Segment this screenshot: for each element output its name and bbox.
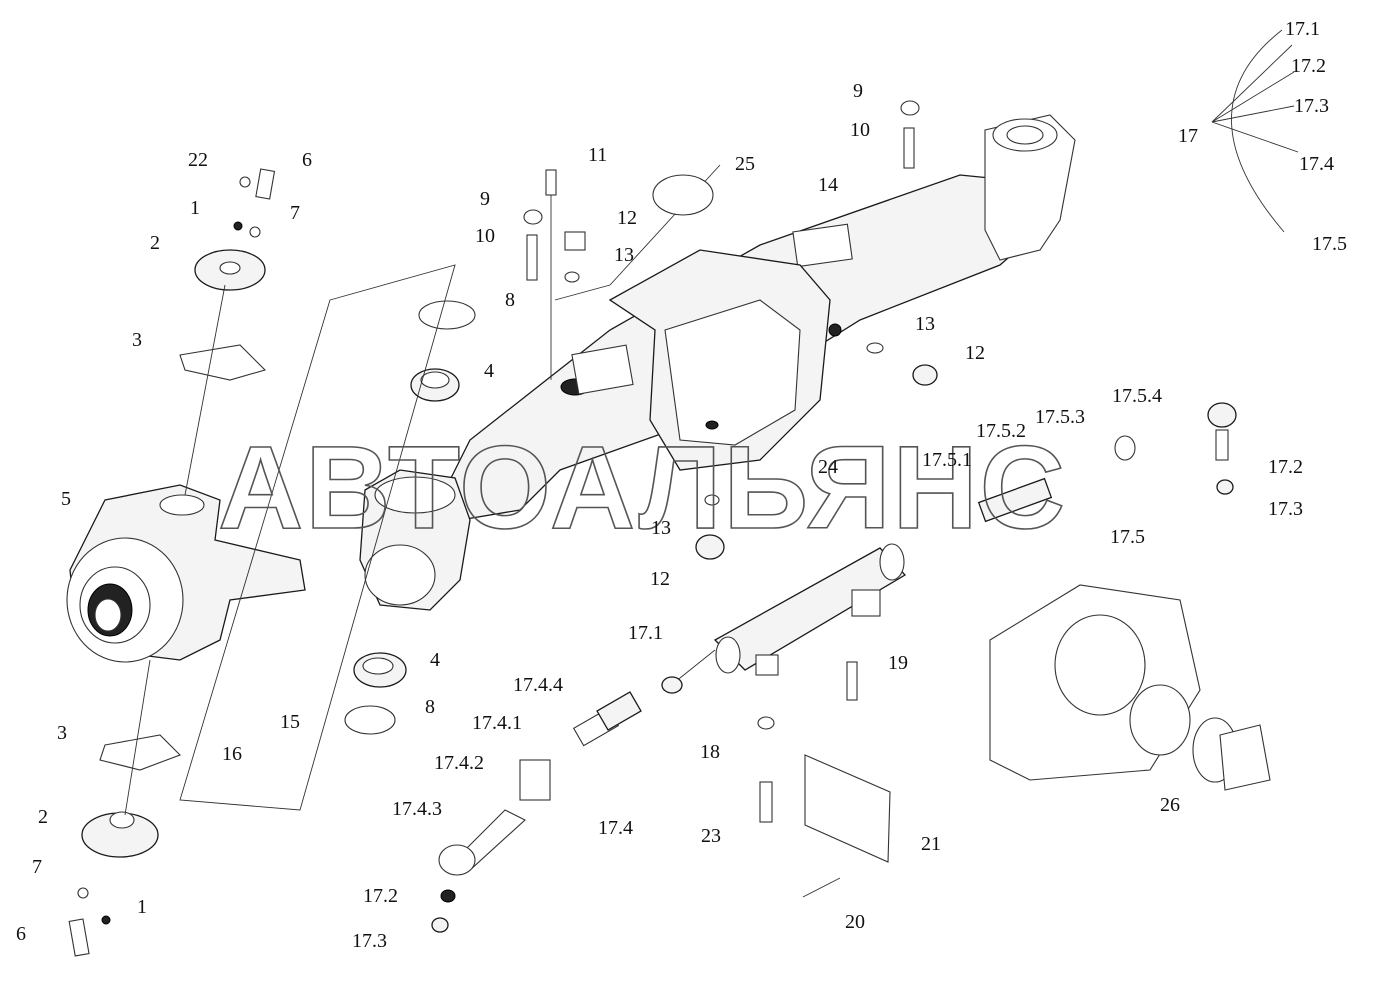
callout-c22: 1 — [190, 197, 200, 219]
callout-c16: 8 — [505, 289, 515, 311]
callout-c21: 6 — [302, 149, 312, 171]
callout-c34: 17.5 — [1110, 526, 1145, 548]
callout-c46: 15 — [280, 711, 300, 733]
callout-c43: 17.4.2 — [434, 752, 484, 774]
callout-c29: 17.5.2 — [976, 420, 1026, 442]
watermark-text: АВТОАЛЬЯНС — [218, 422, 1067, 554]
callout-c1: 17.1 — [1285, 18, 1320, 40]
callout-c17: 4 — [484, 360, 494, 382]
callout-c9: 14 — [818, 174, 838, 196]
callout-c10: 25 — [735, 153, 755, 175]
callout-c49: 18 — [700, 741, 720, 763]
callout-c11: 11 — [588, 144, 607, 166]
callout-c51: 21 — [921, 833, 941, 855]
callout-labels: 17.1 17.2 17.3 17 17.4 17.5 9 10 14 25 1… — [16, 18, 1347, 952]
callout-c35: 13 — [651, 517, 671, 539]
callout-c33: 17.3 — [1268, 498, 1303, 520]
callout-c38: 19 — [888, 652, 908, 674]
plate-and-bolt — [757, 716, 891, 898]
callout-c30: 17.5.1 — [922, 449, 972, 471]
callout-c5: 17.4 — [1299, 153, 1334, 175]
kingpin-bottom-parts — [68, 659, 181, 957]
callout-c2: 17.2 — [1291, 55, 1326, 77]
callout-c23: 7 — [290, 202, 300, 224]
callout-c6: 17.5 — [1312, 233, 1347, 255]
callout-c50: 23 — [701, 825, 721, 847]
callout-c56: 1 — [137, 896, 147, 918]
callout-c12: 9 — [480, 188, 490, 210]
callout-c27: 17.5.4 — [1112, 385, 1162, 407]
axle-end-housing — [359, 469, 471, 611]
callout-c8: 10 — [850, 119, 870, 141]
steering-cylinder — [661, 543, 907, 701]
callout-c14: 12 — [617, 207, 637, 229]
kingpin-top-parts — [179, 168, 276, 496]
callout-c19: 12 — [965, 342, 985, 364]
callout-c59: 17.3 — [352, 930, 387, 952]
callout-c28: 17.5.3 — [1035, 406, 1085, 428]
callout-c13: 10 — [475, 225, 495, 247]
callout-c7: 9 — [853, 80, 863, 102]
callout-c40: 8 — [425, 696, 435, 718]
fasteners — [523, 100, 938, 560]
callout-c36: 12 — [650, 568, 670, 590]
callout-c42: 17.4.1 — [472, 712, 522, 734]
callout-c44: 17.4.3 — [392, 798, 442, 820]
callout-c48: 3 — [57, 722, 67, 744]
callout-c57: 6 — [16, 923, 26, 945]
callout-c3: 17.3 — [1294, 95, 1329, 117]
bearings-seals — [344, 300, 476, 735]
callout-c55: 7 — [32, 856, 42, 878]
differential — [989, 584, 1271, 791]
callout-c52: 20 — [845, 911, 865, 933]
callout-c26: 5 — [61, 488, 71, 510]
callout-c15: 13 — [614, 244, 634, 266]
callout-c25: 3 — [132, 329, 142, 351]
index-fan — [1211, 29, 1299, 233]
rod-end-right — [977, 402, 1237, 523]
callout-c45: 17.4 — [598, 817, 633, 839]
callout-c24: 2 — [150, 232, 160, 254]
callout-c32: 17.2 — [1268, 456, 1303, 478]
steering-knuckle — [66, 484, 306, 663]
callout-c41: 17.4.4 — [513, 674, 563, 696]
callout-c20: 22 — [188, 149, 208, 171]
callout-c47: 16 — [222, 743, 242, 765]
callout-c37: 17.1 — [628, 622, 663, 644]
callout-c53: 26 — [1160, 794, 1180, 816]
callout-c18: 13 — [915, 313, 935, 335]
callout-c39: 4 — [430, 649, 440, 671]
callout-c31: 24 — [818, 456, 838, 478]
callout-c54: 2 — [38, 806, 48, 828]
callout-c4: 17 — [1178, 125, 1198, 147]
rod-end-left — [431, 691, 642, 933]
axle-housing — [449, 114, 1076, 521]
callout-c58: 17.2 — [363, 885, 398, 907]
